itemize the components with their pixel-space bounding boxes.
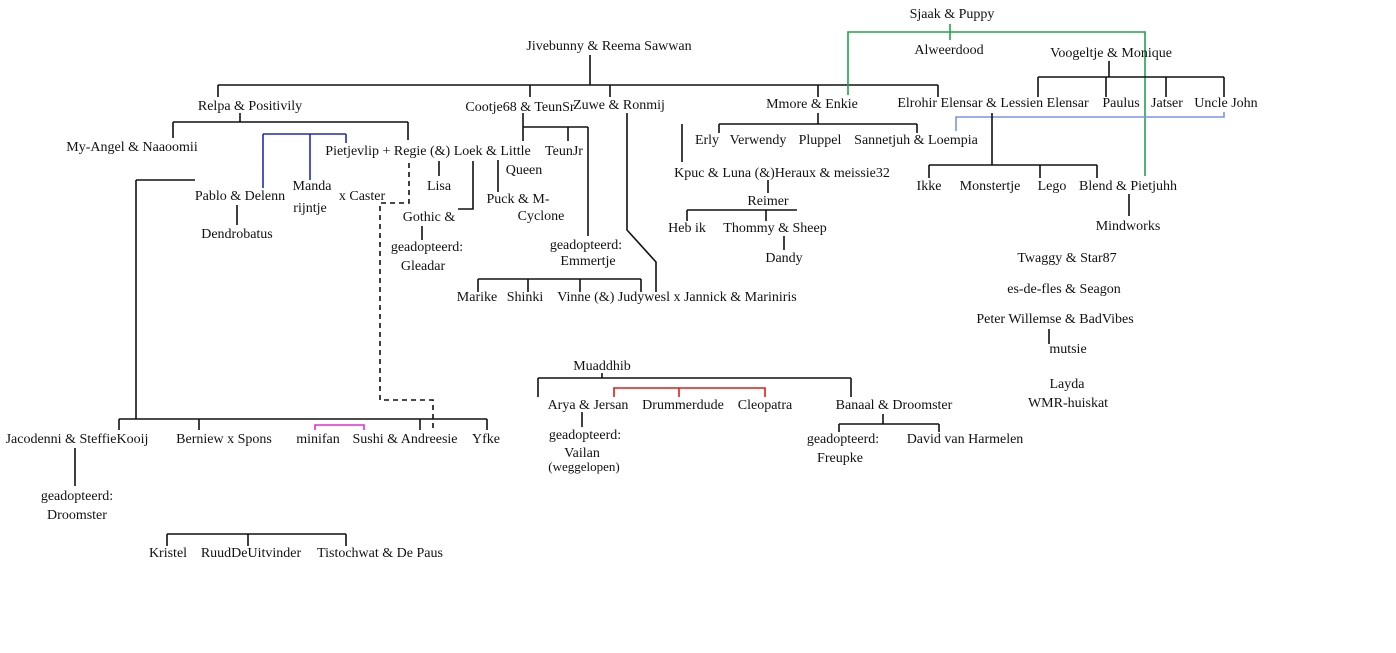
person-label: Freupke <box>817 451 863 466</box>
person-label: Erly <box>695 133 719 148</box>
person-label: Dandy <box>765 251 802 266</box>
person-label: TeunJr <box>545 144 583 159</box>
connector-lines <box>74 24 1225 546</box>
person-label: Tistochwat & De Paus <box>317 546 443 561</box>
person-label: WMR-huiskat <box>1028 396 1108 411</box>
person-label: RuudDeUitvinder <box>201 546 302 561</box>
person-label: Monstertje <box>960 179 1021 194</box>
black-connector-line <box>379 163 434 430</box>
person-label: Elrohir Elensar & Lessien Elensar <box>897 96 1089 111</box>
person-label: Alweerdood <box>914 43 983 58</box>
person-label: mutsie <box>1049 342 1086 357</box>
person-label: Relpa & Positivily <box>198 99 302 114</box>
person-label: Gleadar <box>401 259 446 274</box>
person-label: minifan <box>296 432 340 447</box>
person-label: Pluppel <box>799 133 842 148</box>
green-connector-line <box>847 31 1146 176</box>
person-label: Verwendy <box>730 133 787 148</box>
person-label: David van Harmelen <box>907 432 1024 447</box>
red-connector-line <box>613 387 766 397</box>
person-label: Dendrobatus <box>201 227 273 242</box>
person-label: Banaal & Droomster <box>836 398 953 413</box>
person-label: rijntje <box>293 201 326 216</box>
person-label: Voogeltje & Monique <box>1050 46 1172 61</box>
person-label: Kristel <box>149 546 187 561</box>
lightblue-connector-line <box>955 112 1225 131</box>
person-label: Arya & Jersan <box>548 398 629 413</box>
person-label: Jatser <box>1151 96 1183 111</box>
person-label: Jacodenni & SteffieKooij <box>6 432 149 447</box>
person-label: Cyclone <box>518 209 565 224</box>
person-label: Layda <box>1050 377 1086 392</box>
person-label: x Caster <box>339 189 386 204</box>
person-label: Mmore & Enkie <box>766 97 858 112</box>
person-label: Lego <box>1038 179 1067 194</box>
person-label: Puck & M- <box>487 192 550 207</box>
person-label: Sushi & Andreesie <box>353 432 458 447</box>
person-label: geadopteerd: <box>41 489 113 504</box>
person-label: Vinne (&) Judywesl x Jannick & Mariniris <box>557 290 796 305</box>
person-label: Berniew x Spons <box>176 432 272 447</box>
person-label: Thommy & Sheep <box>723 221 826 236</box>
person-label: Blend & Pietjuhh <box>1079 179 1177 194</box>
black-connector-line <box>626 113 657 292</box>
person-label: Lisa <box>427 179 452 194</box>
person-label: es-de-fles & Seagon <box>1007 282 1121 297</box>
person-label: Jivebunny & Reema Sawwan <box>526 39 691 54</box>
person-label: geadopteerd: <box>550 238 622 253</box>
person-label: Sannetjuh & Loempia <box>854 133 978 148</box>
person-label: Uncle John <box>1194 96 1257 111</box>
person-label: Reimer <box>747 194 789 209</box>
person-label: Vailan <box>564 446 600 461</box>
person-label: geadopteerd: <box>391 240 463 255</box>
person-labels: Sjaak & Puppy Alweerdood Jivebunny & Ree… <box>6 7 1258 561</box>
magenta-connector-line <box>314 424 365 430</box>
person-label: Muaddhib <box>573 359 631 374</box>
person-label: Shinki <box>507 290 544 305</box>
person-label: Drummerdude <box>642 398 724 413</box>
person-label: Peter Willemse & BadVibes <box>976 312 1133 327</box>
person-label: Cleopatra <box>738 398 793 413</box>
person-label: Yfke <box>472 432 500 447</box>
person-label: Queen <box>506 163 543 178</box>
person-label: Twaggy & Star87 <box>1017 251 1116 266</box>
person-label: Marike <box>457 290 497 305</box>
person-label: Ikke <box>917 179 942 194</box>
person-label: Pablo & Delenn <box>195 189 285 204</box>
person-label: Manda <box>293 179 333 194</box>
person-label: (weggelopen) <box>548 459 619 474</box>
person-label: Sjaak & Puppy <box>910 7 995 22</box>
person-label: Mindworks <box>1096 219 1161 234</box>
person-label: Pietjevlip + Regie (&) Loek & Little <box>325 144 530 159</box>
person-label: geadopteerd: <box>807 432 879 447</box>
person-label: My-Angel & Naaoomii <box>66 140 198 155</box>
black-connector-line <box>458 161 474 210</box>
person-label: Heb ik <box>668 221 706 236</box>
person-label: Cootje68 & TeunSr <box>465 100 575 115</box>
person-label: Gothic & <box>403 210 456 225</box>
person-label: Zuwe & Ronmij <box>573 98 665 113</box>
person-label: Emmertje <box>560 254 615 269</box>
person-label: Droomster <box>47 508 107 523</box>
person-label: Paulus <box>1102 96 1139 111</box>
person-label: geadopteerd: <box>549 428 621 443</box>
person-label: Kpuc & Luna (&)Heraux & meissie32 <box>674 166 890 181</box>
